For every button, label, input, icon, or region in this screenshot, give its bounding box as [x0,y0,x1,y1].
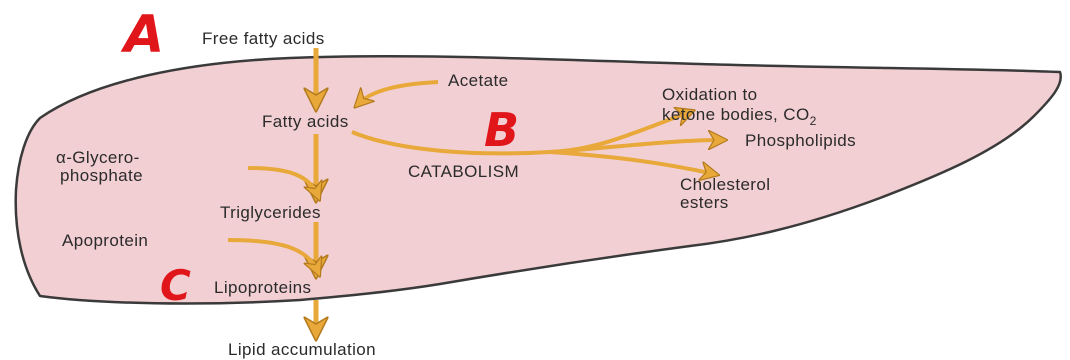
label-ketone-bodies-text: ketone bodies, CO [662,105,810,124]
label-lipoproteins: Lipoproteins [214,278,311,297]
label-alpha-glycero: α-Glycero- [56,148,140,167]
label-acetate: Acetate [448,71,508,90]
label-esters: esters [680,193,729,212]
marker-b: B [484,103,519,157]
label-fatty-acids: Fatty acids [262,112,349,131]
label-catabolism: CATABOLISM [408,162,519,181]
label-phosphate: phosphate [60,166,143,185]
label-lipid-accumulation: Lipid accumulation [228,340,376,359]
marker-a: A [120,5,164,65]
label-co2-subscript: 2 [810,114,817,128]
label-apoprotein: Apoprotein [62,231,148,250]
marker-c: C [160,261,191,310]
label-cholesterol: Cholesterol [680,175,770,194]
label-triglycerides: Triglycerides [220,203,321,222]
label-phospholipids: Phospholipids [745,131,856,150]
label-free-fatty-acids: Free fatty acids [202,29,325,48]
label-oxidation: Oxidation to [662,85,758,104]
